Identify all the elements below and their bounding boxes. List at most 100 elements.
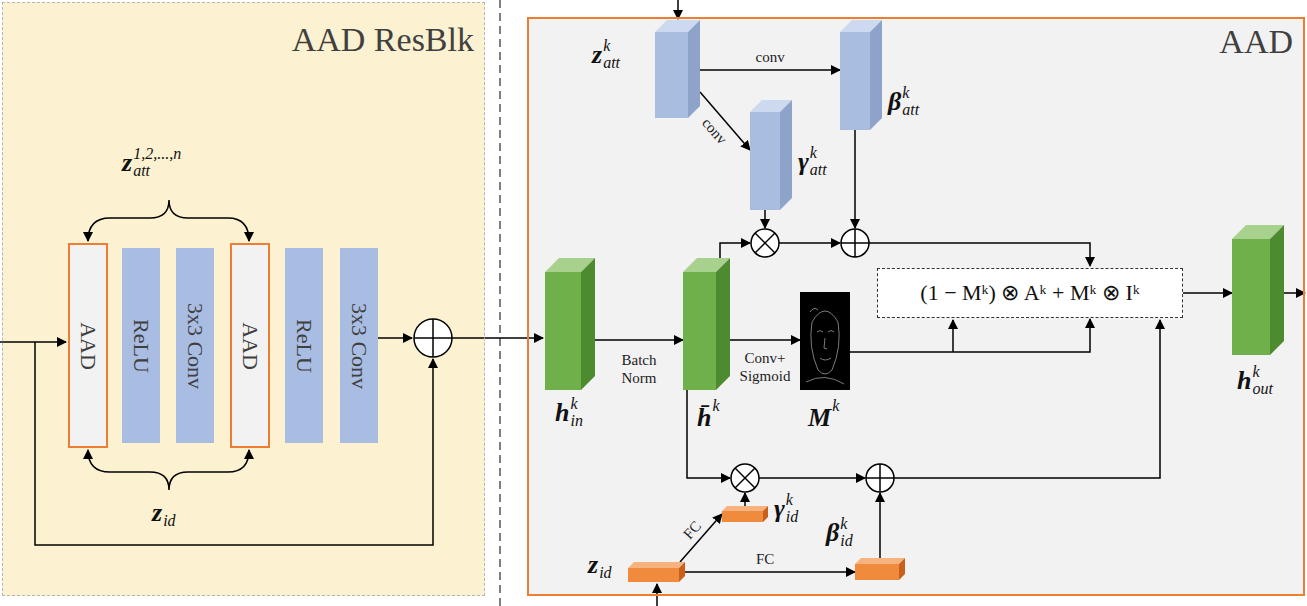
mask-stroke <box>824 338 827 349</box>
front-face <box>683 272 716 390</box>
feature-map-shape <box>655 20 700 118</box>
symbol-name: γ <box>798 147 809 176</box>
edge-label: Batch Norm <box>604 351 674 387</box>
front-face <box>628 568 679 582</box>
math-label: βkid <box>826 516 853 550</box>
symbol-name: z <box>152 498 162 527</box>
symbol-name: γ <box>774 494 785 523</box>
block-label: AAD <box>77 322 99 370</box>
superscript: k <box>1252 364 1272 381</box>
panel-title: AAD ResBlk <box>292 21 474 58</box>
front-face <box>655 32 688 118</box>
front-face <box>1232 239 1270 355</box>
mask-image <box>800 292 850 390</box>
superscript: k <box>786 492 798 509</box>
side-face <box>780 100 792 210</box>
front-face <box>545 272 581 390</box>
math-label: z1,2,...,natt <box>122 146 181 180</box>
edge-label: Conv+ Sigmoid <box>731 349 799 385</box>
panel-ground <box>527 17 1305 596</box>
feature-map-shape <box>1232 225 1284 355</box>
block-label: 3x3 Conv <box>348 302 370 388</box>
connector <box>730 339 800 341</box>
side-face <box>763 506 768 522</box>
formula-text: (1 − Mᵏ) ⊗ Aᵏ + Mᵏ ⊗ Iᵏ <box>920 282 1139 304</box>
conv-block: 3x3 Conv <box>176 248 214 443</box>
math-label: Mk <box>808 398 839 431</box>
connector <box>700 69 840 71</box>
side-face <box>581 258 595 390</box>
edge-label: FC <box>754 550 776 568</box>
subscript: id <box>786 509 798 526</box>
symbol-name: M <box>808 403 831 432</box>
subscript: att <box>133 163 181 180</box>
side-face <box>688 20 700 118</box>
connector <box>1183 292 1232 294</box>
relu-block: ReLU <box>122 248 160 443</box>
superscript: k <box>840 516 852 533</box>
top-face <box>855 558 905 564</box>
formula-box: (1 − Mᵏ) ⊗ Aᵏ + Mᵏ ⊗ Iᵏ <box>877 268 1183 318</box>
panel-title: AAD <box>1219 23 1293 60</box>
symbol-name: z <box>588 550 598 579</box>
math-label: h̄k <box>697 398 720 431</box>
side-face <box>899 558 905 580</box>
math-label: γkatt <box>798 145 827 179</box>
subscript: in <box>570 413 582 430</box>
front-face <box>855 564 899 580</box>
subscript: att <box>810 162 827 179</box>
feature-map: zkatt <box>655 20 700 118</box>
superscript: k <box>810 145 827 162</box>
math-label: γkid <box>774 492 798 526</box>
superscript: 1,2,...,n <box>133 146 181 163</box>
subscript: out <box>1252 381 1272 398</box>
aad-panel: AADzkattβkattγkatthkinh̄kMk(1 − Mᵏ) ⊗ Aᵏ… <box>527 17 1305 596</box>
index-stack: katt <box>902 85 919 119</box>
feature-map: hkin <box>545 258 595 390</box>
symbol-name: h <box>555 398 569 427</box>
mask-detail <box>806 308 844 384</box>
math-label: hkout <box>1237 364 1273 398</box>
operator-symbols <box>414 229 894 492</box>
mask-stroke <box>811 311 839 374</box>
aad-block: AAD <box>230 243 270 448</box>
connector <box>595 339 683 341</box>
superscript: k <box>832 397 839 414</box>
symbol-name: h̄ <box>697 403 711 432</box>
superscript: k <box>902 85 919 102</box>
subscript: att <box>603 55 620 72</box>
subscript: id <box>599 564 611 581</box>
subscript: id <box>163 512 175 529</box>
index-stack: katt <box>810 145 827 179</box>
feature-map: γkatt <box>750 100 792 210</box>
front-face <box>750 112 780 210</box>
mask-stroke <box>817 331 823 333</box>
symbol-name: β <box>888 87 901 116</box>
feature-map: βkatt <box>840 20 882 130</box>
index-stack: katt <box>603 38 620 72</box>
top-face <box>628 562 685 568</box>
symbol-name: β <box>826 518 839 547</box>
mask-stroke <box>828 331 834 333</box>
index-stack: 1,2,...,natt <box>133 146 181 180</box>
block-label: 3x3 Conv <box>184 302 206 388</box>
symbol-name: z <box>592 40 602 69</box>
symbol-name: z <box>122 148 132 177</box>
edge-label: conv <box>754 48 787 66</box>
math-label: βkatt <box>888 85 919 119</box>
index-stack: kid <box>840 516 852 550</box>
mask-stroke <box>810 308 818 312</box>
divider <box>499 0 501 606</box>
front-face <box>722 511 763 522</box>
block-label: AAD <box>239 322 261 370</box>
math-label: zid <box>152 500 176 529</box>
relu-block: ReLU <box>285 248 323 443</box>
subscript: att <box>902 102 919 119</box>
panel-ground <box>2 2 485 596</box>
front-face <box>840 32 870 130</box>
index-stack: kin <box>570 396 582 430</box>
math-label: zid <box>588 552 612 581</box>
math-label: hkin <box>555 396 583 430</box>
